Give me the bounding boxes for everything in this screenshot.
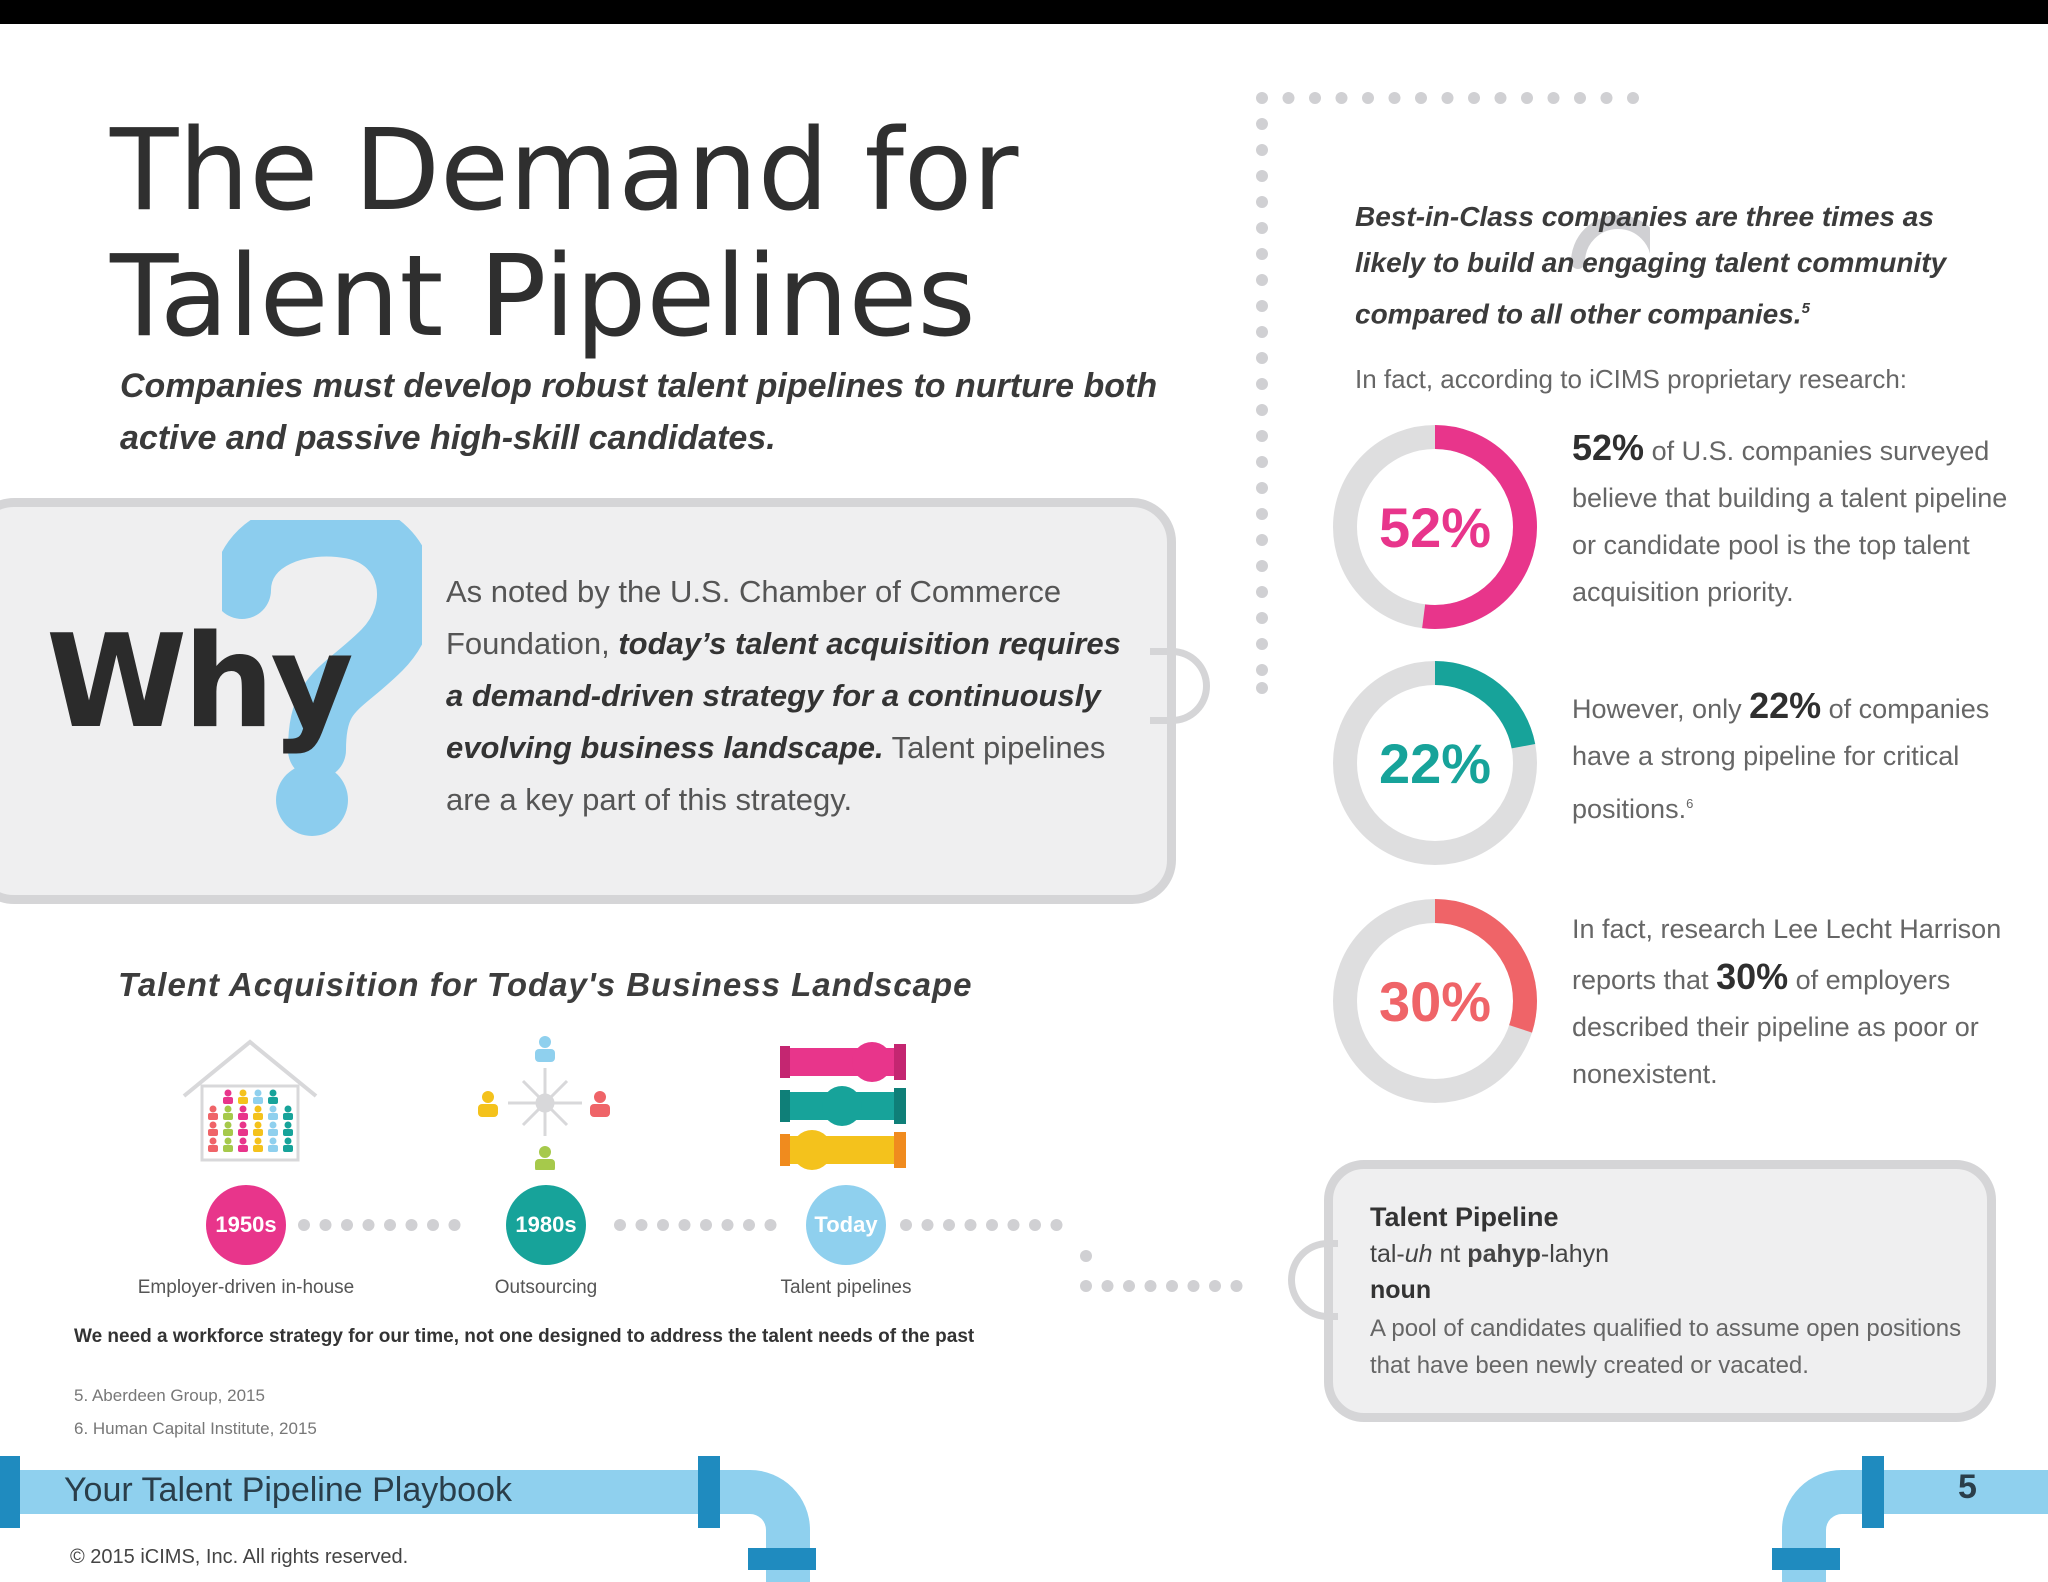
house-of-people-icon <box>180 1036 320 1162</box>
timeline-note: We need a workforce strategy for our tim… <box>74 1326 975 1347</box>
why-panel <box>0 498 1176 904</box>
dotted-connector <box>1199 92 1665 702</box>
era-label: Talent pipelines <box>780 1277 912 1298</box>
era-label: Employer-driven in-house <box>137 1277 355 1298</box>
page-number-pipe-elbow-cap <box>1772 1548 1840 1570</box>
footnote-6: 6. Human Capital Institute, 2015 <box>74 1419 317 1438</box>
page-number-pipe-cap <box>1862 1456 1884 1528</box>
stat-description-1: 52% of U.S. companies surveyed believe t… <box>1572 427 2008 607</box>
best-in-class-text: Best-in-Class companies are three times … <box>1355 201 1947 330</box>
why-body-text: As noted by the U.S. Chamber of Commerce… <box>446 566 1146 826</box>
why-label: Why <box>46 608 354 757</box>
stat-ring-2: 22% <box>1330 658 1540 868</box>
research-intro: In fact, according to iCIMS proprietary … <box>1355 364 1908 394</box>
stat-ring-3: 30% <box>1330 896 1540 1106</box>
definition-panel-connector <box>1288 1240 1338 1320</box>
why-panel-connector <box>1150 648 1210 724</box>
stat-ring-label: 22% <box>1378 731 1492 795</box>
definition-term: Talent Pipeline <box>1370 1202 1559 1232</box>
copyright: © 2015 iCIMS, Inc. All rights reserved. <box>70 1546 409 1568</box>
best-in-class-statement: Best-in-Class companies are three times … <box>1355 194 1995 337</box>
pipes-icon <box>780 1040 910 1170</box>
definition-meaning: A pool of candidates qualified to assume… <box>1370 1315 1962 1379</box>
definition-part-of-speech: noun <box>1370 1276 1432 1304</box>
definition-phonetic: tal-uh nt pahyp-lahyn <box>1370 1240 1610 1268</box>
timeline-heading: Talent Acquisition for Today's Business … <box>118 966 973 1003</box>
era-label: Outsourcing <box>494 1277 598 1298</box>
stat-ring-1: 52% <box>1330 422 1540 632</box>
why-text-end: Talent pipelines are a key part of this … <box>446 730 1106 817</box>
stat-description-2: However, only 22% of companies have a st… <box>1572 685 1990 824</box>
outsourcing-network-icon <box>478 1036 612 1172</box>
page-number-pipe <box>1880 1470 2048 1514</box>
footer-title: Your Talent Pipeline Playbook <box>64 1471 512 1509</box>
timeline-dots <box>290 1218 1290 1298</box>
footer-pipe-elbow-cap <box>748 1548 816 1570</box>
why-text-bold: today’s talent acquisition requires a de… <box>446 626 1121 765</box>
page-title-line-1: The Demand for <box>110 106 1019 236</box>
dotted-connector-svg <box>1199 92 1665 694</box>
page-number: 5 <box>1958 1468 1977 1506</box>
page-title-line-2: Talent Pipelines <box>110 232 976 362</box>
footer-pipe-cap-left <box>0 1456 20 1528</box>
era-badge-1950s: 1950s <box>206 1185 286 1265</box>
footer-pipe <box>0 1470 710 1514</box>
top-bar <box>0 0 2048 24</box>
footer-pipe-cap-right <box>698 1456 720 1528</box>
era-badge-today: Today <box>806 1185 886 1265</box>
stat-description-3: In fact, research Lee Lecht Harrison rep… <box>1572 914 2002 1089</box>
page-subtitle: Companies must develop robust talent pip… <box>120 367 1158 457</box>
stat-ring-label: 52% <box>1378 495 1492 559</box>
era-badge-1980s: 1980s <box>506 1185 586 1265</box>
footnote-ref: 5 <box>1801 300 1810 317</box>
question-mark-icon <box>213 498 435 840</box>
footnote-5: 5. Aberdeen Group, 2015 <box>74 1386 265 1405</box>
page-title: The Demand for Talent Pipelines <box>110 108 1018 360</box>
stat-ring-label: 30% <box>1378 969 1492 1033</box>
why-text-intro: As noted by the U.S. Chamber of Commerce… <box>446 574 1062 661</box>
